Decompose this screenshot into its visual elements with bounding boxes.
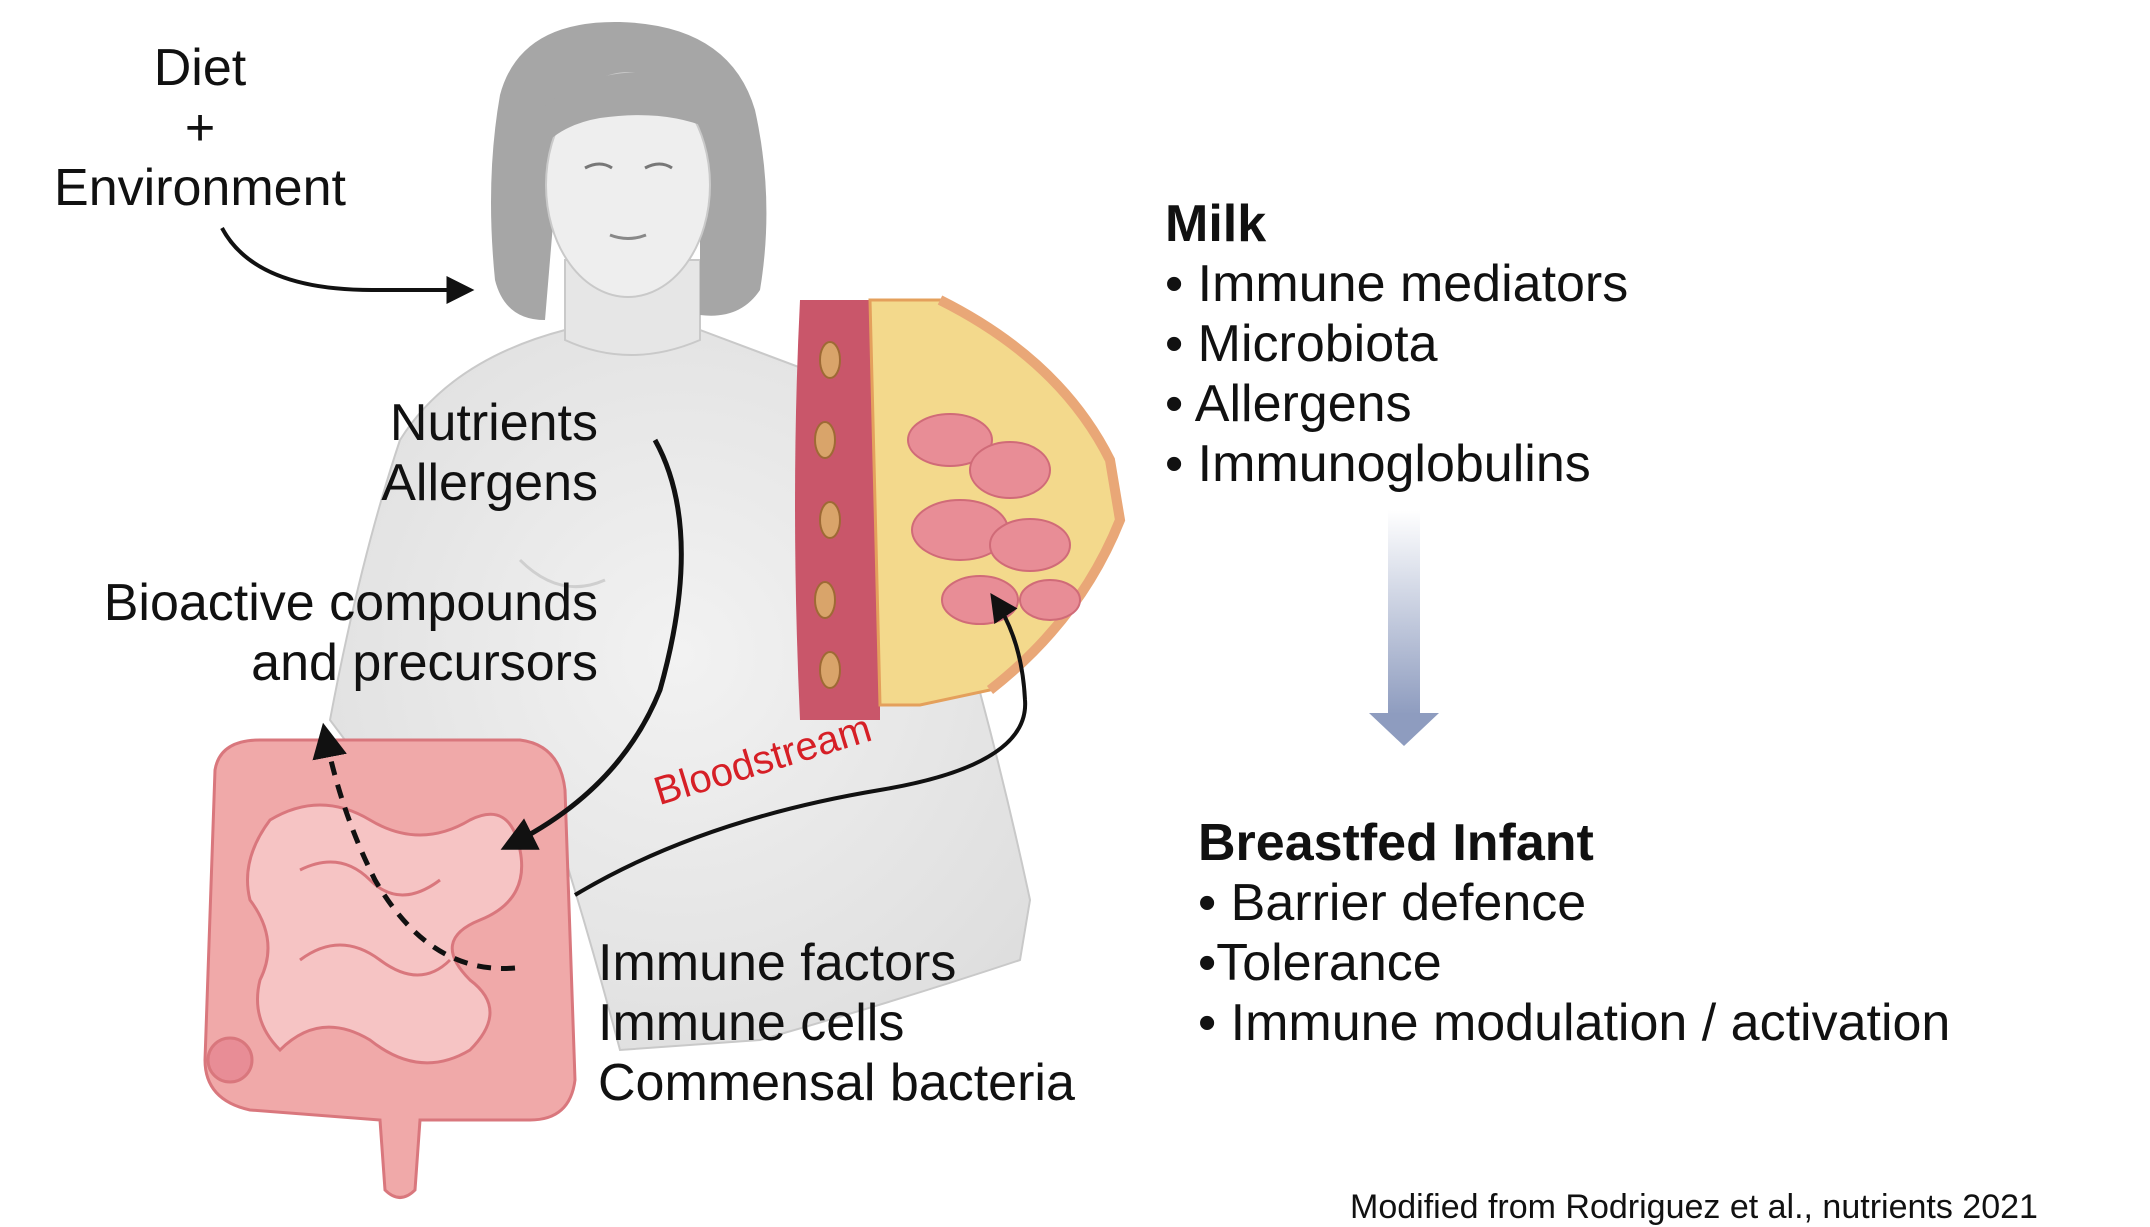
source-credit: Modified from Rodriguez et al., nutrient… — [1350, 1188, 2038, 1227]
diet-text: Diet — [40, 38, 360, 98]
infant-list: • Barrier defence •Tolerance • Immune mo… — [1198, 873, 1950, 1053]
environment-text: Environment — [40, 158, 360, 218]
infant-item: • Barrier defence — [1198, 873, 1950, 933]
bioactive-line1: Bioactive compounds — [60, 573, 598, 633]
gut-outputs-label: Immune factors Immune cells Commensal ba… — [598, 933, 1075, 1113]
nutrients-text: Nutrients — [330, 393, 598, 453]
milk-item: • Allergens — [1165, 374, 1628, 434]
intestine-illustration — [205, 740, 575, 1198]
allergens-text: Allergens — [330, 453, 598, 513]
infant-block: Breastfed Infant • Barrier defence •Tole… — [1198, 813, 1950, 1053]
milk-block: Milk • Immune mediators • Microbiota • A… — [1165, 194, 1628, 494]
bioactive-line2: and precursors — [60, 633, 598, 693]
diet-environment-label: Diet + Environment — [40, 38, 360, 218]
milk-heading: Milk — [1165, 194, 1628, 254]
commensal-bacteria-text: Commensal bacteria — [598, 1053, 1075, 1113]
infant-heading: Breastfed Infant — [1198, 813, 1950, 873]
milk-item: • Immunoglobulins — [1165, 434, 1628, 494]
plus-text: + — [40, 98, 360, 158]
milk-list: • Immune mediators • Microbiota • Allerg… — [1165, 254, 1628, 494]
milk-item: • Immune mediators — [1165, 254, 1628, 314]
diet-to-mother-arrow — [222, 228, 466, 290]
immune-factors-text: Immune factors — [598, 933, 1075, 993]
immune-cells-text: Immune cells — [598, 993, 1075, 1053]
milk-to-infant-transfer-arrow — [1369, 510, 1439, 746]
infant-item: • Immune modulation / activation — [1198, 993, 1950, 1053]
infant-item: •Tolerance — [1198, 933, 1950, 993]
breast-cross-section-illustration — [795, 300, 1120, 720]
bioactive-compounds-label: Bioactive compounds and precursors — [60, 573, 598, 693]
nutrients-allergens-label: Nutrients Allergens — [330, 393, 598, 513]
milk-item: • Microbiota — [1165, 314, 1628, 374]
